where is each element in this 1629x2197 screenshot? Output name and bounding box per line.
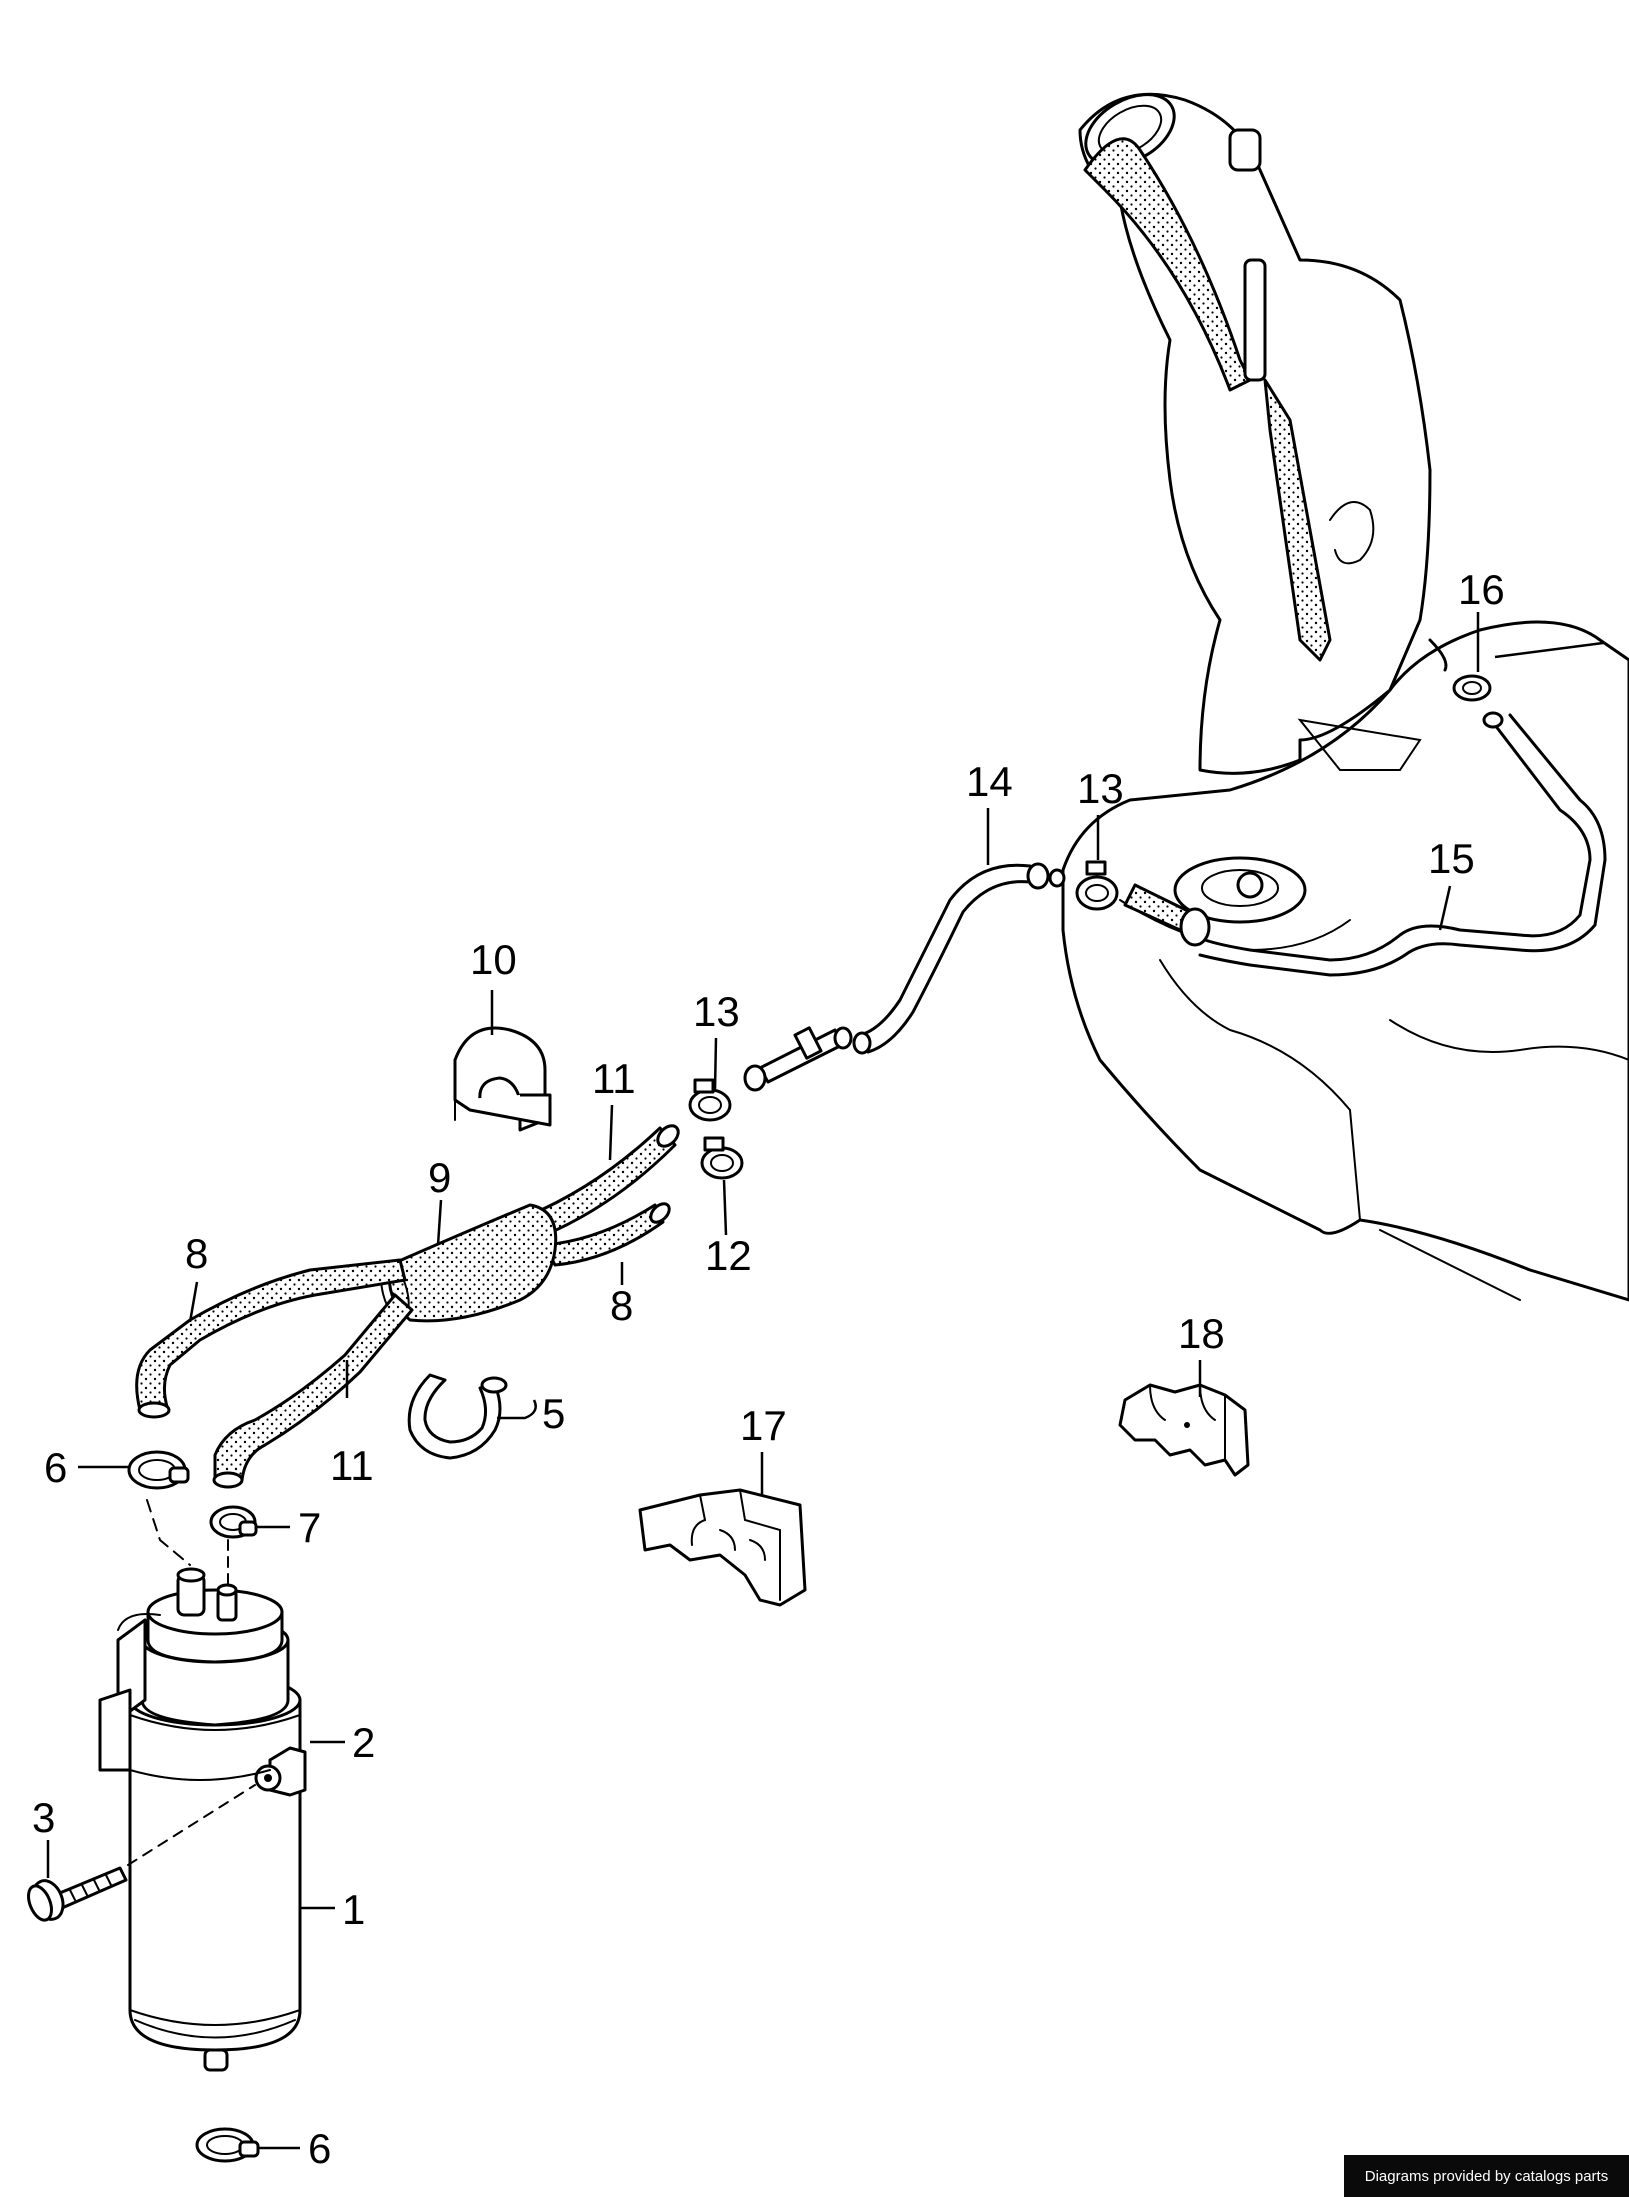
callout-13-upper: 13 [1077, 765, 1124, 812]
part-10-hose-clip [453, 1026, 552, 1132]
part-13-hose-clamp-upper [1075, 860, 1119, 911]
callout-labels: 1 2 3 5 6 6 7 8 8 9 10 11 11 12 13 13 14… [32, 566, 1505, 2172]
part-11-hose-lower [212, 1293, 414, 1489]
hose-connector-fitting [743, 1026, 853, 1092]
part-3-bolt [27, 1784, 256, 1922]
part-8-hose-left [135, 1258, 407, 1419]
callout-1: 1 [342, 1886, 365, 1933]
part-1-carbon-canister [98, 1567, 302, 2072]
callout-9: 9 [428, 1154, 451, 1201]
callout-8-right: 8 [610, 1282, 633, 1329]
part-11-hose-upper [528, 1124, 680, 1237]
callout-13-lower: 13 [693, 988, 740, 1035]
callout-6-upper: 6 [44, 1444, 67, 1491]
callout-17: 17 [740, 1402, 787, 1449]
callout-14: 14 [966, 758, 1013, 805]
leader-lines [46, 612, 1604, 2150]
callout-8-left: 8 [185, 1230, 208, 1277]
callout-11-upper: 11 [592, 1055, 636, 1102]
callout-5: 5 [542, 1390, 565, 1437]
callout-11-lower: 11 [330, 1442, 374, 1489]
part-6-hose-clamp-upper [127, 1450, 190, 1490]
part-16-hose-clamp [1452, 674, 1504, 729]
part-15-hose-connector [1123, 883, 1211, 947]
part-6-hose-clamp-lower [195, 2127, 260, 2163]
part-14-vent-line [852, 862, 1066, 1055]
part-2-retaining-clamp [129, 1746, 307, 1797]
callout-18: 18 [1178, 1310, 1225, 1357]
callout-2: 2 [352, 1719, 375, 1766]
part-8-hose-right [543, 1202, 671, 1267]
tank-vent-line [1198, 638, 1607, 977]
part-12-hose-clamp [700, 1136, 744, 1180]
diagram-credit-banner: Diagrams provided by catalogs parts [1344, 2155, 1629, 2197]
credit-text: Diagrams provided by catalogs parts [1364, 2167, 1609, 2185]
part-5-tie-strap [407, 1373, 508, 1460]
callout-6-lower: 6 [308, 2125, 331, 2172]
tank-sender-unit [1173, 856, 1307, 924]
assembly-line-6 [146, 1499, 191, 1566]
part-13-hose-clamp-lower [688, 1078, 732, 1122]
part-18-line-holder [1118, 1383, 1250, 1477]
callout-12: 12 [705, 1232, 752, 1279]
callout-3: 3 [32, 1794, 55, 1841]
callout-16: 16 [1458, 566, 1505, 613]
part-7-hose-clamp [209, 1505, 258, 1539]
callout-10: 10 [470, 936, 517, 983]
filler-neck [1078, 92, 1432, 775]
callout-15: 15 [1428, 835, 1475, 882]
part-17-line-holder [638, 1488, 807, 1607]
callout-7: 7 [298, 1504, 321, 1551]
